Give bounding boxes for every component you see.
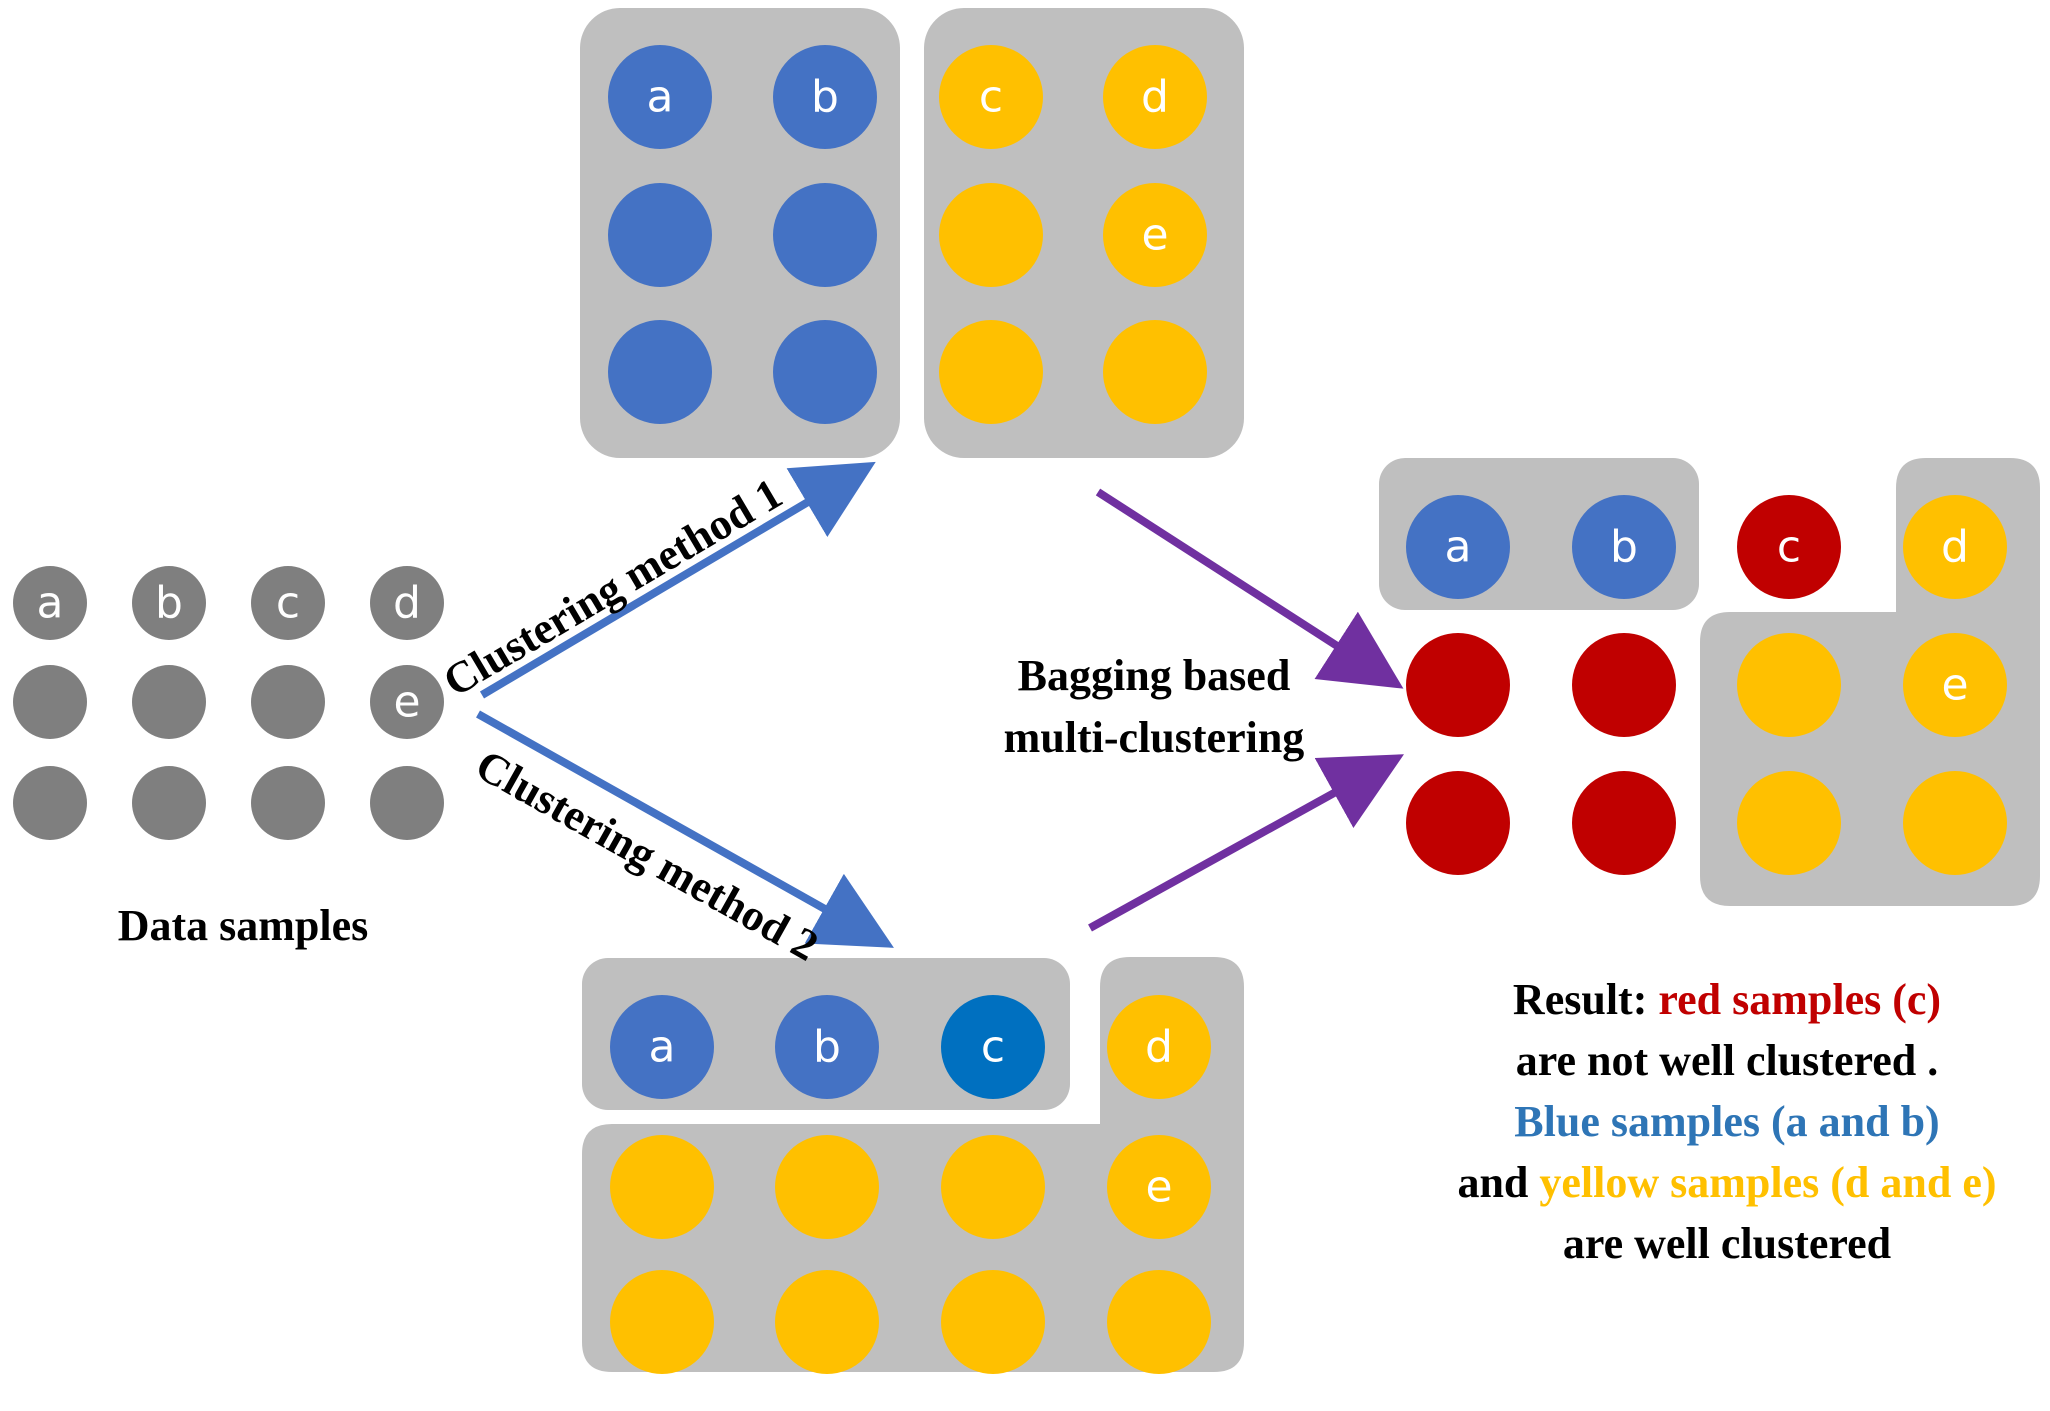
method2-yellow-sample-0-0-circle — [610, 1135, 714, 1239]
data-sample-0-2-circle — [251, 566, 325, 640]
bagging-label-line1: Bagging based — [1018, 651, 1291, 700]
result-and: and — [1457, 1158, 1539, 1207]
method1-yellow-sample-0-0-label: c — [979, 72, 1003, 123]
data-sample-1-3-label: e — [393, 677, 420, 728]
result-line-3: Blue samples (a and b) — [1514, 1097, 1939, 1146]
method2-yellow-sample-0-1-circle — [775, 1135, 879, 1239]
method1-yellow-sample-0-1-label: d — [1141, 72, 1169, 123]
result-grid-sample-1-3-circle — [1903, 771, 2007, 875]
data-sample-2-3-circle — [370, 766, 444, 840]
result-prefix: Result: — [1513, 975, 1658, 1024]
method2-yellow-group: e — [610, 1135, 1211, 1374]
method1-yellow-sample-1-0-circle — [939, 183, 1043, 287]
data-sample-2-0-circle — [13, 766, 87, 840]
method1-yellow-sample-0-1-circle — [1103, 45, 1207, 149]
method1-arrow — [479, 461, 876, 699]
bagging-label-line2: multi-clustering — [1004, 713, 1305, 762]
result-grid-sample-1-2-circle — [1737, 771, 1841, 875]
data-sample-0-0-label: a — [37, 578, 64, 629]
method2-top-sample-0-circle — [610, 995, 714, 1099]
method2-yellow-sample-0-3-label: e — [1145, 1162, 1172, 1213]
result-top-sample-3-label: d — [1941, 522, 1969, 573]
method1-blue-sample-1-1-circle — [773, 183, 877, 287]
result-top-sample-0-label: a — [1445, 522, 1472, 573]
method2-yellow-sample-1-3-circle — [1107, 1270, 1211, 1374]
data-sample-0-0-circle — [13, 566, 87, 640]
method1-label: Clustering method 1 — [435, 469, 790, 707]
arrows — [476, 461, 1404, 948]
method2-top-sample-1-label: b — [813, 1022, 841, 1073]
result-grid-sample-0-1-circle — [1572, 633, 1676, 737]
result-grid-sample-0-3-label: e — [1941, 660, 1968, 711]
result-top-sample-2-label: c — [1777, 522, 1801, 573]
method1-blue-sample-0-0-circle — [608, 45, 712, 149]
method2-arrow — [476, 710, 894, 948]
method2-yellow-sample-1-1-circle — [775, 1270, 879, 1374]
method1-blue-sample-1-0-circle — [608, 183, 712, 287]
method2-top-sample-2-label: c — [981, 1022, 1005, 1073]
method2-yellow-sample-1-2-circle — [941, 1270, 1045, 1374]
method1-blue-sample-2-1-circle — [773, 320, 877, 424]
data-sample-1-1-circle — [132, 665, 206, 739]
bagging-arrow-top — [1095, 488, 1404, 689]
data-sample-1-0-circle — [13, 665, 87, 739]
result-grid-sample-0-0-circle — [1406, 633, 1510, 737]
result-line-2: are not well clustered . — [1516, 1036, 1938, 1085]
method1-blue-sample-2-0-circle — [608, 320, 712, 424]
result-line-1: Result: red samples (c) — [1513, 975, 1941, 1024]
method1-yellow-sample-2-1-circle — [1103, 320, 1207, 424]
result-grid-sample-1-1-circle — [1572, 771, 1676, 875]
result-top-sample-1-circle — [1572, 495, 1676, 599]
result-top-sample-0-circle — [1406, 495, 1510, 599]
method2-yellow-sample-1-0-circle — [610, 1270, 714, 1374]
method2-top-group: a b c d — [610, 995, 1211, 1099]
result-top-group: a b c d — [1406, 495, 2007, 599]
result-top-sample-1-label: b — [1610, 522, 1638, 573]
data-sample-0-3-label: d — [393, 578, 421, 629]
method1-yellow-sample-1-1-label: e — [1141, 210, 1168, 261]
result-red-samples: red samples (c) — [1658, 975, 1941, 1024]
data-sample-1-2-circle — [251, 665, 325, 739]
method1-yellow-group: c d e — [939, 45, 1207, 424]
data-sample-2-2-circle — [251, 766, 325, 840]
method2-yellow-cluster-box — [582, 957, 1244, 1372]
method1-yellow-sample-0-0-circle — [939, 45, 1043, 149]
method2-top-sample-0-label: a — [649, 1022, 676, 1073]
result-top-sample-2-circle — [1737, 495, 1841, 599]
data-samples-caption: Data samples — [118, 901, 369, 950]
data-samples-group: a b c de — [13, 566, 444, 840]
data-sample-0-2-label: c — [276, 578, 300, 629]
data-sample-0-1-label: b — [155, 578, 183, 629]
method2-top-sample-3-label: d — [1145, 1022, 1173, 1073]
result-line-4: and yellow samples (d and e) — [1457, 1158, 1996, 1207]
method2-top-sample-3-circle — [1107, 995, 1211, 1099]
result-grid-sample-0-3-circle — [1903, 633, 2007, 737]
data-sample-0-1-circle — [132, 566, 206, 640]
result-grid-group: e — [1406, 633, 2007, 875]
bagging-arrow-bottom — [1088, 754, 1404, 932]
data-sample-2-1-circle — [132, 766, 206, 840]
data-sample-1-3-circle — [370, 665, 444, 739]
method1-yellow-sample-1-1-circle — [1103, 183, 1207, 287]
result-grid-sample-1-0-circle — [1406, 771, 1510, 875]
result-yellow-samples: yellow samples (d and e) — [1539, 1158, 1996, 1207]
method1-blue-sample-0-0-label: a — [647, 72, 674, 123]
method1-blue-sample-0-1-circle — [773, 45, 877, 149]
method2-top-sample-2-circle — [941, 995, 1045, 1099]
result-line-5: are well clustered — [1563, 1219, 1891, 1268]
method2-yellow-sample-0-2-circle — [941, 1135, 1045, 1239]
method2-top-sample-1-circle — [775, 995, 879, 1099]
method2-yellow-sample-0-3-circle — [1107, 1135, 1211, 1239]
result-top-sample-3-circle — [1903, 495, 2007, 599]
method1-blue-sample-0-1-label: b — [811, 72, 839, 123]
data-sample-0-3-circle — [370, 566, 444, 640]
result-grid-sample-0-2-circle — [1737, 633, 1841, 737]
method1-yellow-sample-2-0-circle — [939, 320, 1043, 424]
method2-label: Clustering method 2 — [468, 740, 827, 971]
